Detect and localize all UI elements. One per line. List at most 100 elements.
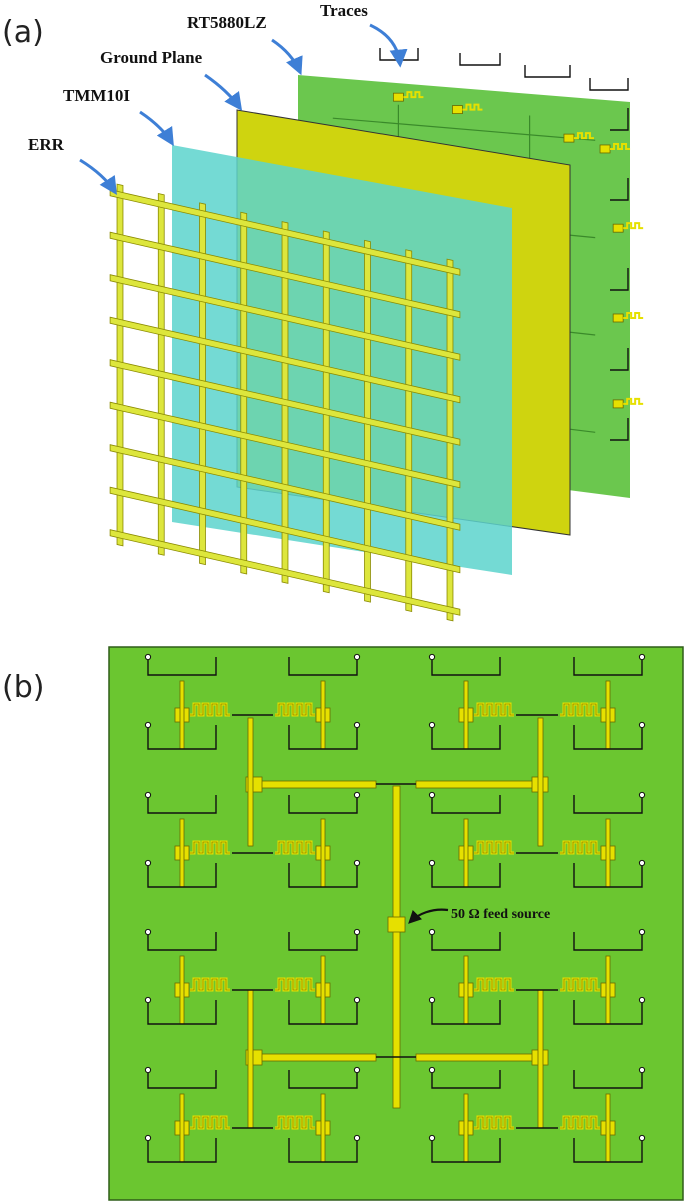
trunk-vertical-line [392, 785, 401, 1109]
dipole-arm-lower [431, 1138, 501, 1163]
trace-feed-line [332, 117, 596, 141]
trace-dipole-arm [459, 53, 501, 66]
err-label: ERR [28, 135, 65, 154]
dipole-arm-upper [288, 795, 358, 814]
dipole-arm-lower [288, 1000, 358, 1025]
err-horizontal-strip [109, 231, 461, 319]
probe-pin [144, 996, 152, 1004]
dipole-arm-upper [147, 657, 217, 676]
rt5880lz-arrow [271, 38, 303, 76]
trace-dipole-arm [610, 348, 629, 371]
probe-pin [353, 859, 361, 867]
probe-pin [144, 928, 152, 936]
label-traces: Traces [320, 1, 408, 68]
patch-vertical-stub [320, 680, 326, 750]
patch-vertical-stub [179, 680, 185, 750]
patch-vertical-stub [463, 818, 469, 888]
meander-outline [474, 703, 514, 716]
dipole-arm-lower [288, 1138, 358, 1163]
err-horizontal-strip [109, 444, 461, 531]
probe-pin [144, 653, 152, 661]
err-grid-layer [109, 183, 461, 622]
probe-pin [353, 1134, 361, 1142]
dipole-arm-upper [147, 1070, 217, 1089]
feed-arrow [408, 908, 449, 924]
probe-pin [144, 1066, 152, 1074]
trace-meander [623, 222, 644, 230]
probe-pin [638, 996, 646, 1004]
err-horizontal-strip [109, 274, 461, 361]
branch-horizontal-lower-left [251, 1053, 377, 1062]
trace-meander [610, 142, 631, 150]
err-horizontal-strip [109, 316, 461, 404]
probe-pin [353, 653, 361, 661]
feed-source-label: 50 Ω feed source [451, 907, 550, 922]
meander-outline [275, 978, 315, 991]
second-level-vertical-right [537, 717, 544, 847]
dipole-arm-upper [288, 657, 358, 676]
patch-vertical-stub [463, 955, 469, 1025]
patch-vertical-stub [179, 1093, 185, 1163]
meander-outline [275, 841, 315, 854]
dipole-arm-lower [573, 863, 643, 888]
trace-patch [452, 105, 463, 114]
patch-vertical-stub [179, 955, 185, 1025]
probe-pin [428, 928, 436, 936]
meander-outline [474, 978, 514, 991]
label-rt5880lz: RT5880LZ [187, 13, 303, 76]
probe-pin [638, 653, 646, 661]
trace-dipole-arm [610, 108, 629, 131]
meander-outline [190, 1116, 230, 1129]
dipole-arm-lower [431, 863, 501, 888]
trace-dipole-arm [524, 65, 571, 78]
probe-pin [428, 721, 436, 729]
feed-source-pad [387, 916, 406, 933]
tmm10i-label: TMM10I [63, 86, 130, 105]
trace-patch [612, 399, 624, 409]
probe-pin [638, 859, 646, 867]
ground-plane-label: Ground Plane [100, 48, 203, 67]
branch-horizontal-lower-right [415, 1053, 541, 1062]
patch-vertical-stub [320, 955, 326, 1025]
patch-vertical-stub [463, 1093, 469, 1163]
patch-vertical-stub [179, 818, 185, 888]
second-level-vertical-right [537, 989, 544, 1129]
dipole-arm-upper [147, 932, 217, 951]
meander-outline [560, 1116, 600, 1129]
err-horizontal-strip [109, 529, 461, 616]
dipole-arm-upper [573, 1070, 643, 1089]
trace-dipole-arm [610, 268, 629, 291]
meander-outline [275, 703, 315, 716]
probe-pin [144, 791, 152, 799]
patch-vertical-stub [605, 1093, 611, 1163]
trace-meander [573, 132, 594, 140]
meander-outline [560, 841, 600, 854]
probe-pin [638, 791, 646, 799]
meander-outline [275, 1116, 315, 1129]
dipole-arm-lower [147, 1000, 217, 1025]
probe-pin [638, 1066, 646, 1074]
meander-outline [190, 703, 230, 716]
dipole-arm-lower [431, 1000, 501, 1025]
probe-pin [638, 928, 646, 936]
dipole-arm-lower [431, 725, 501, 750]
trace-meander [623, 311, 644, 319]
panel-a-label: (a) [2, 15, 44, 50]
panel-a: (a) Traces RT5880LZ Ground Plane TMM10I … [2, 1, 644, 622]
feed-network [144, 653, 646, 1163]
tmm10i-layer [172, 145, 512, 575]
err-horizontal-strip [109, 486, 461, 574]
dipole-arm-upper [573, 657, 643, 676]
probe-pin [144, 859, 152, 867]
dipole-arm-lower [147, 725, 217, 750]
trace-dipole-arm [610, 178, 629, 201]
label-err: ERR [28, 135, 117, 196]
dipole-arm-upper [573, 795, 643, 814]
probe-pin [428, 653, 436, 661]
probe-pin [144, 1134, 152, 1142]
trace-dipole-arm [610, 418, 629, 441]
dipole-arm-lower [147, 1138, 217, 1163]
trace-meander [403, 91, 424, 99]
probe-pin [638, 1134, 646, 1142]
probe-pin [428, 791, 436, 799]
